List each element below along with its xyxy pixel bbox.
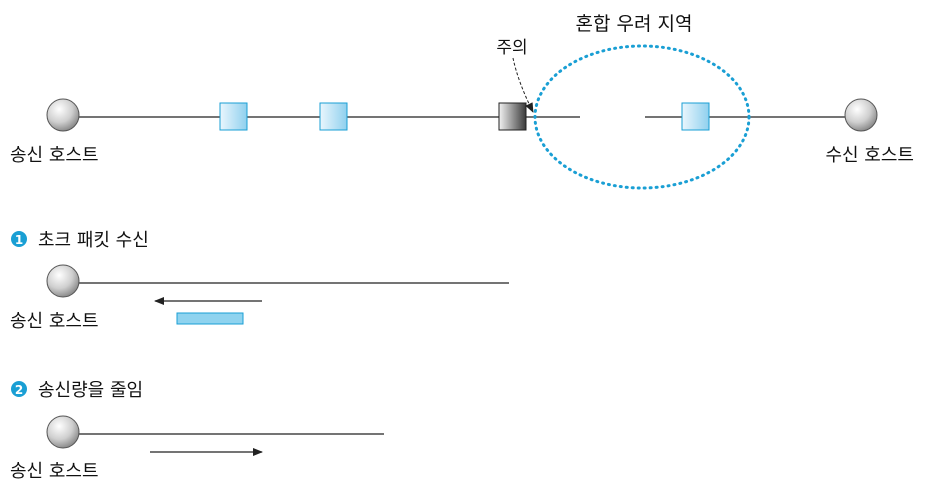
congestion-region-label: 혼합 우려 지역	[576, 13, 693, 35]
receiver-host-icon	[844, 98, 878, 132]
step-2-badge	[11, 381, 27, 397]
step-2-sender-host-icon	[46, 415, 80, 449]
warning-label: 주의	[496, 38, 527, 58]
step-2-number: 2	[15, 383, 23, 397]
packet-1	[219, 102, 248, 131]
network-top: 혼합 우려 지역 주의 송신 호스트 수신 호스트	[10, 13, 914, 190]
step-1-badge	[11, 231, 27, 247]
step-1-sender-host-icon	[46, 264, 80, 298]
packet-3	[681, 102, 710, 131]
choke-packet	[176, 312, 244, 325]
step-1: 1 초크 패킷 수신 송신 호스트	[10, 230, 509, 332]
step-2: 2 송신량을 줄임 송신 호스트	[10, 380, 384, 482]
step-1-sender-host-label: 송신 호스트	[10, 311, 99, 332]
step-2-title: 송신량을 줄임	[38, 380, 143, 401]
receiver-host-label: 수신 호스트	[825, 145, 914, 166]
sender-host-label: 송신 호스트	[10, 145, 99, 166]
packet-2	[319, 102, 348, 131]
warning-packet	[498, 102, 527, 131]
warning-arrow	[512, 57, 534, 113]
step-1-title: 초크 패킷 수신	[38, 230, 149, 251]
sender-host-icon	[46, 98, 80, 132]
step-2-sender-host-label: 송신 호스트	[10, 461, 99, 482]
step-1-number: 1	[15, 233, 23, 247]
congestion-region-outline	[533, 44, 751, 190]
